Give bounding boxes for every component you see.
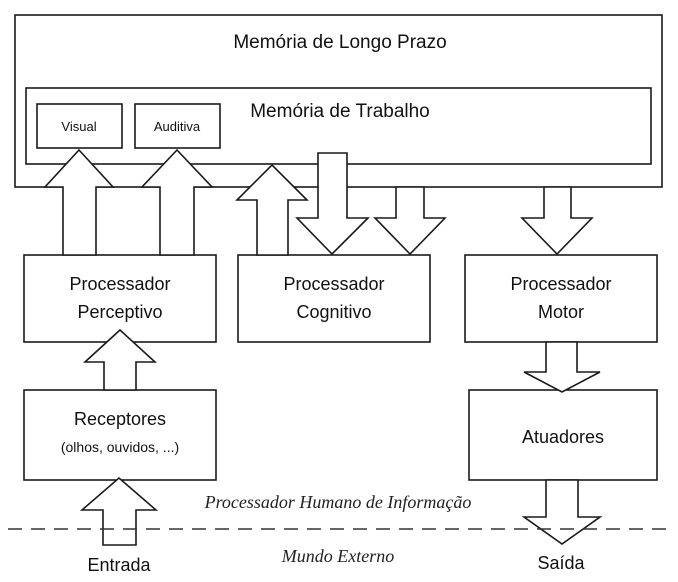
motor-processor-line2: Motor bbox=[538, 302, 584, 322]
perceptual-processor-line1: Processador bbox=[69, 274, 170, 294]
working-memory-label: Memória de Trabalho bbox=[250, 101, 430, 122]
perceptual-processor-line2: Perceptivo bbox=[77, 302, 162, 322]
arrow-receptors-to-perceptual bbox=[82, 328, 158, 391]
arrow-motor-to-actuators bbox=[523, 341, 601, 393]
arrow-perceptual-to-visual bbox=[43, 148, 115, 256]
arrow-cognitive-to-working-memory bbox=[235, 163, 309, 256]
auditory-label: Auditiva bbox=[154, 119, 201, 134]
cognitive-processor-line2: Cognitivo bbox=[296, 302, 371, 322]
motor-processor-line1: Processador bbox=[510, 274, 611, 294]
cognitive-processor-line1: Processador bbox=[283, 274, 384, 294]
arrow-long-term-memory-to-cognitive bbox=[373, 186, 447, 256]
human-info-processor-label: Processador Humano de Informação bbox=[204, 492, 472, 512]
actuators: Atuadores bbox=[468, 389, 658, 481]
arrow-actuators-to-output bbox=[521, 479, 603, 545]
visual-label: Visual bbox=[61, 119, 96, 134]
cognitive-processor: Processador Cognitivo bbox=[237, 254, 431, 343]
external-world-label: Mundo Externo bbox=[281, 546, 394, 566]
input-label: Entrada bbox=[87, 555, 151, 575]
arrow-input-to-receptors bbox=[79, 476, 159, 546]
long-term-memory-label: Memória de Longo Prazo bbox=[233, 32, 446, 53]
motor-processor: Processador Motor bbox=[464, 254, 658, 343]
arrow-long-term-memory-to-motor bbox=[520, 186, 594, 256]
arrow-perceptual-to-auditory bbox=[140, 148, 214, 256]
output-label: Saída bbox=[537, 553, 585, 573]
arrow-working-memory-to-cognitive bbox=[295, 152, 370, 256]
receptors-detail: (olhos, ouvidos, ...) bbox=[61, 439, 179, 455]
visual-store: Visual bbox=[36, 103, 123, 149]
receptors-label: Receptores bbox=[74, 409, 166, 429]
actuators-label: Atuadores bbox=[522, 427, 604, 447]
receptors: Receptores (olhos, ouvidos, ...) bbox=[23, 389, 217, 481]
perceptual-processor: Processador Perceptivo bbox=[23, 254, 217, 343]
auditory-store: Auditiva bbox=[134, 103, 221, 149]
